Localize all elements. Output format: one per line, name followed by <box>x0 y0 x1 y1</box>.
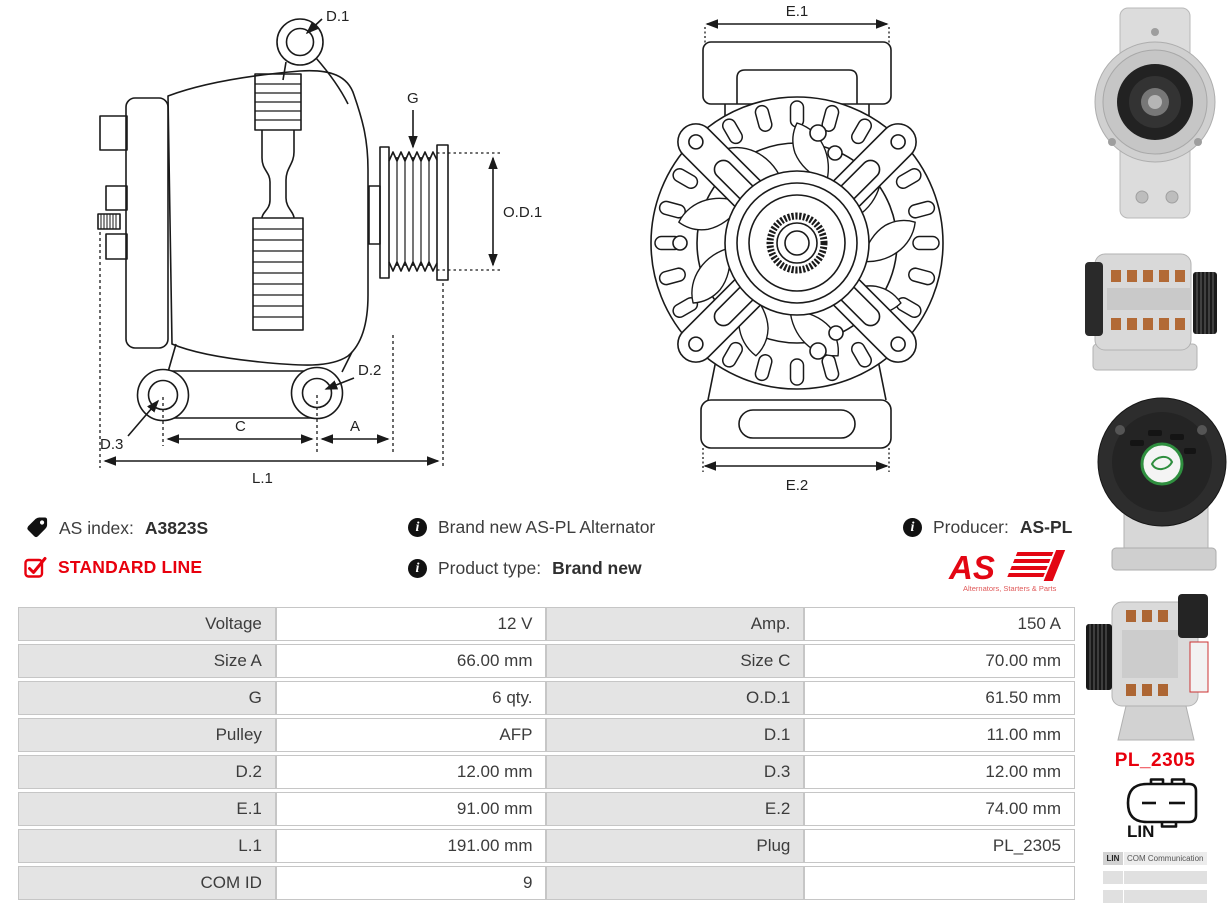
plug-table-key: LIN <box>1103 852 1123 865</box>
standard-line-label: STANDARD LINE <box>58 557 203 577</box>
plug-table-key <box>1103 890 1123 903</box>
brand-new-text: Brand new AS-PL Alternator <box>438 517 656 537</box>
spec-label-cell: Voltage <box>18 607 276 641</box>
dim-label-od1: O.D.1 <box>503 204 542 221</box>
producer-row: Producer: AS-PL <box>903 517 1072 538</box>
table-row: L.1 191.00 mm Plug PL_2305 <box>18 829 1075 863</box>
spec-label-cell: Plug <box>546 829 805 863</box>
plug-connector-icon <box>1126 778 1198 828</box>
spec-value-cell: 12 V <box>275 607 547 641</box>
spec-label-cell: O.D.1 <box>546 681 805 715</box>
spec-value-cell: AFP <box>275 718 547 752</box>
info-icon <box>903 518 922 537</box>
table-row: COM ID 9 <box>18 866 1075 900</box>
technical-drawings: D.1 G O.D.1 D.2 D.3 C A L.1 <box>97 3 944 494</box>
spec-label-cell: L.1 <box>18 829 276 863</box>
spec-label-cell: D.1 <box>546 718 805 752</box>
spec-label-cell: G <box>18 681 276 715</box>
plug-table-key <box>1103 871 1123 884</box>
spec-label-cell: D.3 <box>546 755 805 789</box>
spec-value-cell: 74.00 mm <box>804 792 1075 826</box>
plug-table-value: COM Communication <box>1124 852 1207 865</box>
info-icon <box>408 559 427 578</box>
plug-table-value <box>1124 890 1207 903</box>
dim-label-g: G <box>407 90 419 107</box>
plug-table-row <box>1103 871 1207 884</box>
spec-label-cell: Pulley <box>18 718 276 752</box>
dim-label-a: A <box>350 418 360 435</box>
spec-value-cell: 6 qty. <box>275 681 547 715</box>
side-view-drawing <box>97 18 500 468</box>
table-row: Pulley AFP D.1 11.00 mm <box>18 718 1075 752</box>
front-view-drawing <box>650 19 944 472</box>
as-index-row: AS index: A3823S <box>26 517 208 539</box>
plug-table-row <box>1103 890 1207 903</box>
spec-label-cell <box>546 866 805 900</box>
spec-label-cell: E.1 <box>18 792 276 826</box>
logo-tagline: Alternators, Starters & Parts <box>963 584 1057 593</box>
spec-label-cell: Size C <box>546 644 805 678</box>
table-row: Voltage 12 V Amp. 150 A <box>18 607 1075 641</box>
dim-label-c: C <box>235 418 246 435</box>
spec-value-cell: 66.00 mm <box>275 644 547 678</box>
dim-label-d2: D.2 <box>358 362 381 379</box>
as-pl-logo: AS Alternators, Starters & Parts <box>948 549 1066 593</box>
spec-value-cell: 150 A <box>804 607 1075 641</box>
spec-value-cell: 11.00 mm <box>804 718 1075 752</box>
spec-value-cell: 61.50 mm <box>804 681 1075 715</box>
checkbox-checked-icon <box>24 557 47 578</box>
table-row: G 6 qty. O.D.1 61.50 mm <box>18 681 1075 715</box>
table-row: D.2 12.00 mm D.3 12.00 mm <box>18 755 1075 789</box>
spec-value-cell: 12.00 mm <box>275 755 547 789</box>
producer-label: Producer: <box>933 517 1009 537</box>
product-photo-side-pulley-left <box>1086 594 1209 741</box>
dim-label-e2: E.2 <box>786 477 809 494</box>
producer-value: AS-PL <box>1019 517 1073 537</box>
spec-value-cell <box>804 866 1075 900</box>
spec-value-cell: 70.00 mm <box>804 644 1075 678</box>
dim-label-e1: E.1 <box>786 3 809 20</box>
table-row: E.1 91.00 mm E.2 74.00 mm <box>18 792 1075 826</box>
dim-label-d1: D.1 <box>326 8 349 25</box>
as-index-value: A3823S <box>144 517 209 538</box>
spec-label-cell: E.2 <box>546 792 805 826</box>
spec-label-cell: COM ID <box>18 866 276 900</box>
logo-text: AS <box>948 549 995 586</box>
product-type-row: Product type: Brand new <box>408 558 642 579</box>
product-photo-rear <box>1097 397 1227 571</box>
info-icon <box>408 518 427 537</box>
spec-label-cell: Size A <box>18 644 276 678</box>
dim-label-d3: D.3 <box>100 436 123 453</box>
plug-table-row: LIN COM Communication <box>1103 852 1207 865</box>
product-photo-side-pulley-right <box>1085 253 1217 371</box>
tag-icon <box>27 517 48 538</box>
brand-new-row: Brand new AS-PL Alternator <box>408 517 655 538</box>
spec-value-cell: 9 <box>275 866 547 900</box>
table-row: Size A 66.00 mm Size C 70.00 mm <box>18 644 1075 678</box>
spec-label-cell: Amp. <box>546 607 805 641</box>
plug-code: PL_2305 <box>1114 750 1196 771</box>
product-type-label: Product type: <box>438 558 542 578</box>
product-photo-front <box>1094 7 1216 219</box>
spec-value-cell: PL_2305 <box>804 829 1075 863</box>
product-type-value: Brand new <box>552 558 642 578</box>
plug-pin-label: LIN <box>1127 822 1155 841</box>
spec-value-cell: 191.00 mm <box>275 829 547 863</box>
plug-communication-table: LIN COM Communication <box>1103 852 1207 909</box>
spec-value-cell: 91.00 mm <box>275 792 547 826</box>
spec-label-cell: D.2 <box>18 755 276 789</box>
spec-value-cell: 12.00 mm <box>804 755 1075 789</box>
standard-line-row: STANDARD LINE <box>24 556 202 579</box>
as-index-label: AS index: <box>59 517 134 538</box>
dim-label-l1: L.1 <box>252 470 273 487</box>
spec-table: Voltage 12 V Amp. 150 A Size A 66.00 mm … <box>18 604 1075 903</box>
plug-table-value <box>1124 871 1207 884</box>
